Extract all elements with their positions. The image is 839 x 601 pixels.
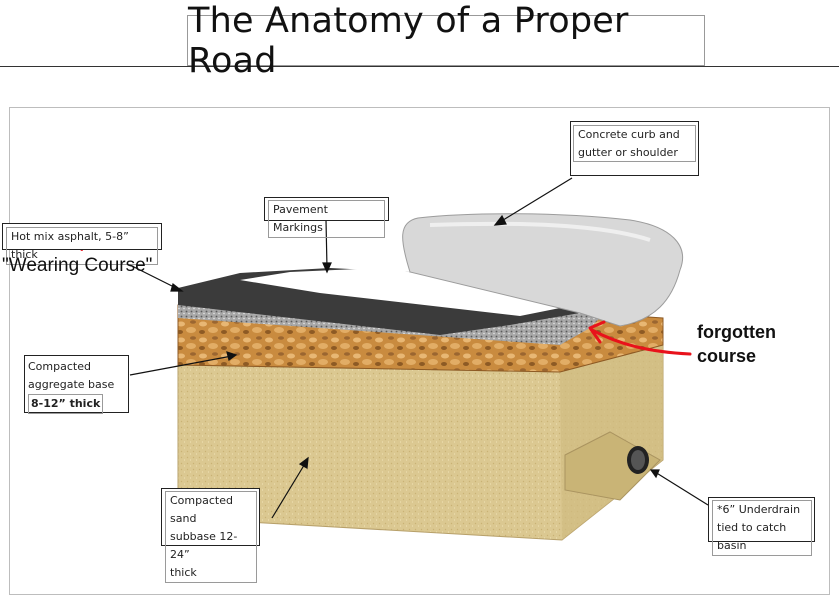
hot-mix-leader xyxy=(129,264,181,291)
underdrain-pipe xyxy=(627,446,649,474)
leader-lines xyxy=(129,177,709,519)
aggregate-label-line3: 8-12” thick xyxy=(28,394,104,414)
underdrain-leader xyxy=(654,471,709,506)
underdrain-label-line2: tied to catch basin xyxy=(717,521,787,552)
aggregate-callout: Compacted aggregate base 8-12” thick xyxy=(24,355,129,414)
title-box: The Anatomy of a Proper Road xyxy=(187,1,705,81)
markings-callout: Pavement Markings xyxy=(264,197,389,238)
underdrain-label-line1: *6” Underdrain xyxy=(717,503,801,516)
diagram-frame xyxy=(9,107,830,595)
concrete-curb xyxy=(402,213,683,327)
forgotten-line1: forgotten xyxy=(697,322,776,342)
curb-leader xyxy=(494,177,573,226)
markings-arrowhead xyxy=(322,262,332,274)
red-annotations xyxy=(588,320,692,356)
markings-leader xyxy=(325,219,328,269)
sand-callout: Compacted sand subbase 12-24” thick xyxy=(161,488,260,583)
hot-mix-label: Hot mix asphalt, 5-8” thick xyxy=(6,227,158,265)
hot-mix-callout: Hot mix asphalt, 5-8” thick xyxy=(2,223,162,265)
red-arrow-shaft xyxy=(590,328,692,356)
sand-label-line2: subbase 12-24” xyxy=(170,530,238,561)
sand-label-line3: thick xyxy=(170,566,197,579)
hot-mix-arrowhead xyxy=(170,282,184,292)
asphalt-surface xyxy=(178,268,580,335)
forgotten-course-label: forgotten course xyxy=(697,320,776,368)
markings-label: Pavement Markings xyxy=(268,200,385,238)
aggregate-arrowhead xyxy=(226,351,238,362)
wearing-course-label: "Wearing Course" xyxy=(2,255,153,276)
aggregate-label-line1: Compacted xyxy=(28,360,91,373)
curb-arrowhead xyxy=(493,214,507,226)
underdrain-callout: *6” Underdrain tied to catch basin xyxy=(708,497,815,556)
forgotten-line2: course xyxy=(697,346,757,366)
sand-leader xyxy=(271,461,307,519)
underdrain-arrowhead xyxy=(649,469,660,479)
sand-label-line1: Compacted sand xyxy=(170,494,233,525)
curb-label-line1: Concrete curb and xyxy=(578,128,680,141)
curb-label-line2: gutter or shoulder xyxy=(578,146,678,159)
page-title: The Anatomy of a Proper Road xyxy=(188,0,629,81)
title-underline xyxy=(0,66,839,67)
curb-callout: Concrete curb and gutter or shoulder xyxy=(570,121,699,176)
sand-arrowhead xyxy=(298,456,309,469)
aggregate-leader xyxy=(129,355,233,376)
aggregate-label-line2: aggregate base xyxy=(28,378,115,391)
